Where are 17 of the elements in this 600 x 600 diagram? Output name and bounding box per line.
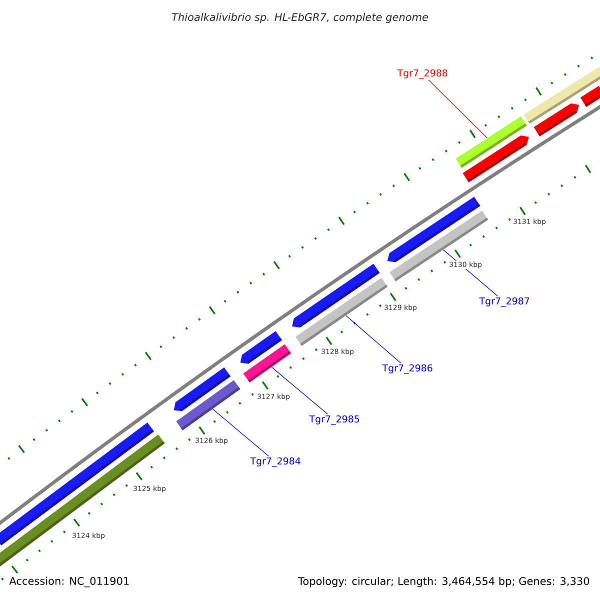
genome-info-text: Topology: circular; Length: 3,464,554 bp; Genes: 3,330 [298, 576, 590, 588]
gene-bar [534, 103, 580, 136]
gene-label: Tgr7_2988 [397, 69, 448, 79]
gene-bar [462, 135, 529, 182]
gene-bar [176, 380, 240, 430]
gene-label: Tgr7_2987 [479, 297, 530, 307]
gene-bar [243, 344, 292, 382]
leader-line [271, 366, 328, 414]
gene-label: Tgr7_2985 [309, 415, 360, 425]
gene-label: Tgr7_2984 [250, 457, 300, 467]
gene-bar [580, 86, 600, 107]
accession-text: Accession: NC_011901 [9, 576, 129, 588]
leader-line [346, 315, 402, 364]
gene-label: Tgr7_2986 [382, 364, 432, 374]
title: Thioalkalivibrio sp. HL-EbGR7, complete genome [172, 12, 428, 24]
leader-line [428, 80, 488, 138]
leader-line [212, 408, 269, 456]
